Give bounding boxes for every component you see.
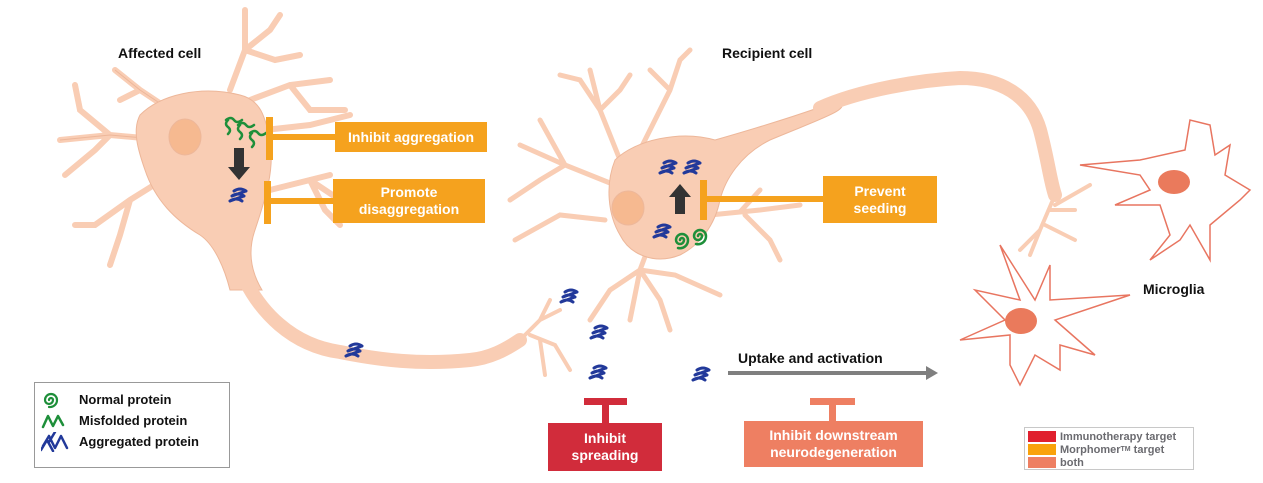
normal-protein-icon bbox=[43, 392, 59, 408]
legend-item-immunotherapy: Immunotherapy target bbox=[1025, 430, 1193, 443]
aggregated-protein-icon bbox=[41, 431, 69, 452]
aggregation-arrow bbox=[228, 148, 250, 180]
microglia-cell-2 bbox=[959, 244, 1131, 387]
legend-label-morphomer-suffix: target bbox=[1130, 443, 1165, 456]
extracellular-aggregate-2 bbox=[589, 324, 609, 340]
extracellular-aggregate-3 bbox=[588, 364, 608, 380]
legend-label-morphomer: Morphomer bbox=[1060, 443, 1121, 456]
inhibit-spreading-connector bbox=[584, 398, 627, 423]
recipient-neuron bbox=[507, 47, 1092, 333]
promote-disaggregation-box: Promote disaggregation bbox=[333, 179, 485, 223]
legend-item-normal: Normal protein bbox=[35, 389, 229, 410]
inhibit-aggregation-connector bbox=[266, 117, 336, 160]
prevent-seeding-line2: seeding bbox=[853, 199, 907, 216]
inhibit-spreading-line1: Inhibit bbox=[584, 430, 626, 446]
protein-legend: Normal protein Misfolded protein Aggrega… bbox=[34, 382, 230, 468]
legend-label-misfolded: Misfolded protein bbox=[79, 413, 188, 428]
inhibit-downstream-line2: neurodegeneration bbox=[770, 444, 897, 460]
misfolded-protein-icon bbox=[41, 414, 65, 428]
extracellular-aggregate-4 bbox=[691, 366, 711, 382]
inhibit-downstream-line1: Inhibit downstream bbox=[769, 427, 898, 443]
microglia-cell-1 bbox=[1079, 119, 1252, 263]
inhibit-downstream-box: Inhibit downstream neurodegeneration bbox=[744, 421, 923, 467]
both-swatch bbox=[1028, 457, 1056, 468]
prevent-seeding-box: Prevent seeding bbox=[823, 176, 937, 223]
legend-item-misfolded: Misfolded protein bbox=[35, 410, 229, 431]
morphomer-swatch bbox=[1028, 444, 1056, 455]
recipient-cell-label: Recipient cell bbox=[722, 45, 813, 61]
promote-disaggregation-connector bbox=[264, 181, 334, 224]
immunotherapy-swatch bbox=[1028, 431, 1056, 442]
legend-label-aggregated: Aggregated protein bbox=[79, 434, 199, 449]
legend-label-immunotherapy: Immunotherapy target bbox=[1060, 430, 1177, 443]
extracellular-aggregate-1 bbox=[559, 288, 579, 304]
prevent-seeding-connector bbox=[700, 180, 824, 220]
legend-item-both: both bbox=[1025, 456, 1193, 469]
inhibit-spreading-line2: spreading bbox=[571, 447, 639, 463]
inhibit-downstream-connector bbox=[810, 398, 855, 422]
promote-disaggregation-line1: Promote bbox=[380, 184, 438, 200]
inhibit-aggregation-text: Inhibit aggregation bbox=[348, 128, 474, 145]
inhibit-aggregation-box: Inhibit aggregation bbox=[335, 122, 487, 152]
prevent-seeding-line1: Prevent bbox=[854, 182, 906, 199]
legend-item-aggregated: Aggregated protein bbox=[35, 431, 229, 452]
affected-cell-label: Affected cell bbox=[118, 45, 202, 61]
microglia-label: Microglia bbox=[1143, 281, 1205, 297]
uptake-label: Uptake and activation bbox=[738, 350, 883, 366]
legend-label-normal: Normal protein bbox=[79, 392, 172, 407]
uptake-arrow bbox=[728, 366, 938, 380]
legend-label-both: both bbox=[1060, 456, 1084, 469]
promote-disaggregation-line2: disaggregation bbox=[358, 201, 460, 217]
affected-neuron bbox=[57, 7, 572, 377]
seeding-arrow bbox=[669, 184, 691, 214]
inhibit-spreading-box: Inhibit spreading bbox=[548, 423, 662, 471]
